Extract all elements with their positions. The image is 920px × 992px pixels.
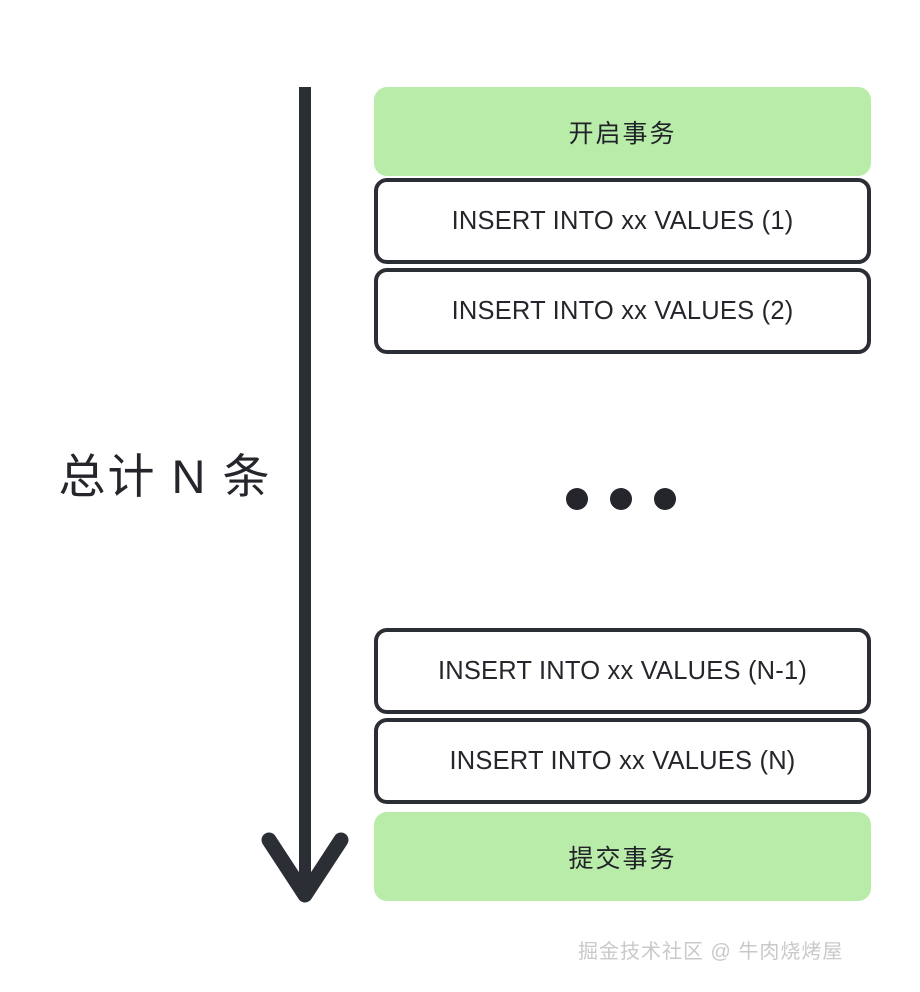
total-count-label: 总计 N 条 [58, 450, 272, 503]
transaction-start-group: 开启事务 INSERT INTO xx VALUES (1) INSERT IN… [374, 87, 871, 354]
sql-statement-row-n[interactable]: INSERT INTO xx VALUES (N) [374, 718, 871, 804]
commit-transaction-box[interactable]: 提交事务 [374, 812, 871, 901]
sql-statement-row-1[interactable]: INSERT INTO xx VALUES (1) [374, 178, 871, 264]
sql-statement-row-n-minus-1[interactable]: INSERT INTO xx VALUES (N-1) [374, 628, 871, 714]
sql-statement-row-2[interactable]: INSERT INTO xx VALUES (2) [374, 268, 871, 354]
watermark-text: 掘金技术社区 @ 牛肉烧烤屋 [578, 941, 844, 963]
row-gap [374, 804, 871, 812]
ellipsis-indicator [566, 488, 676, 510]
ellipsis-dot [566, 488, 588, 510]
downward-arrow-icon [261, 87, 349, 903]
ellipsis-dot [610, 488, 632, 510]
transaction-end-group: INSERT INTO xx VALUES (N-1) INSERT INTO … [374, 628, 871, 901]
ellipsis-dot [654, 488, 676, 510]
begin-transaction-box[interactable]: 开启事务 [374, 87, 871, 176]
